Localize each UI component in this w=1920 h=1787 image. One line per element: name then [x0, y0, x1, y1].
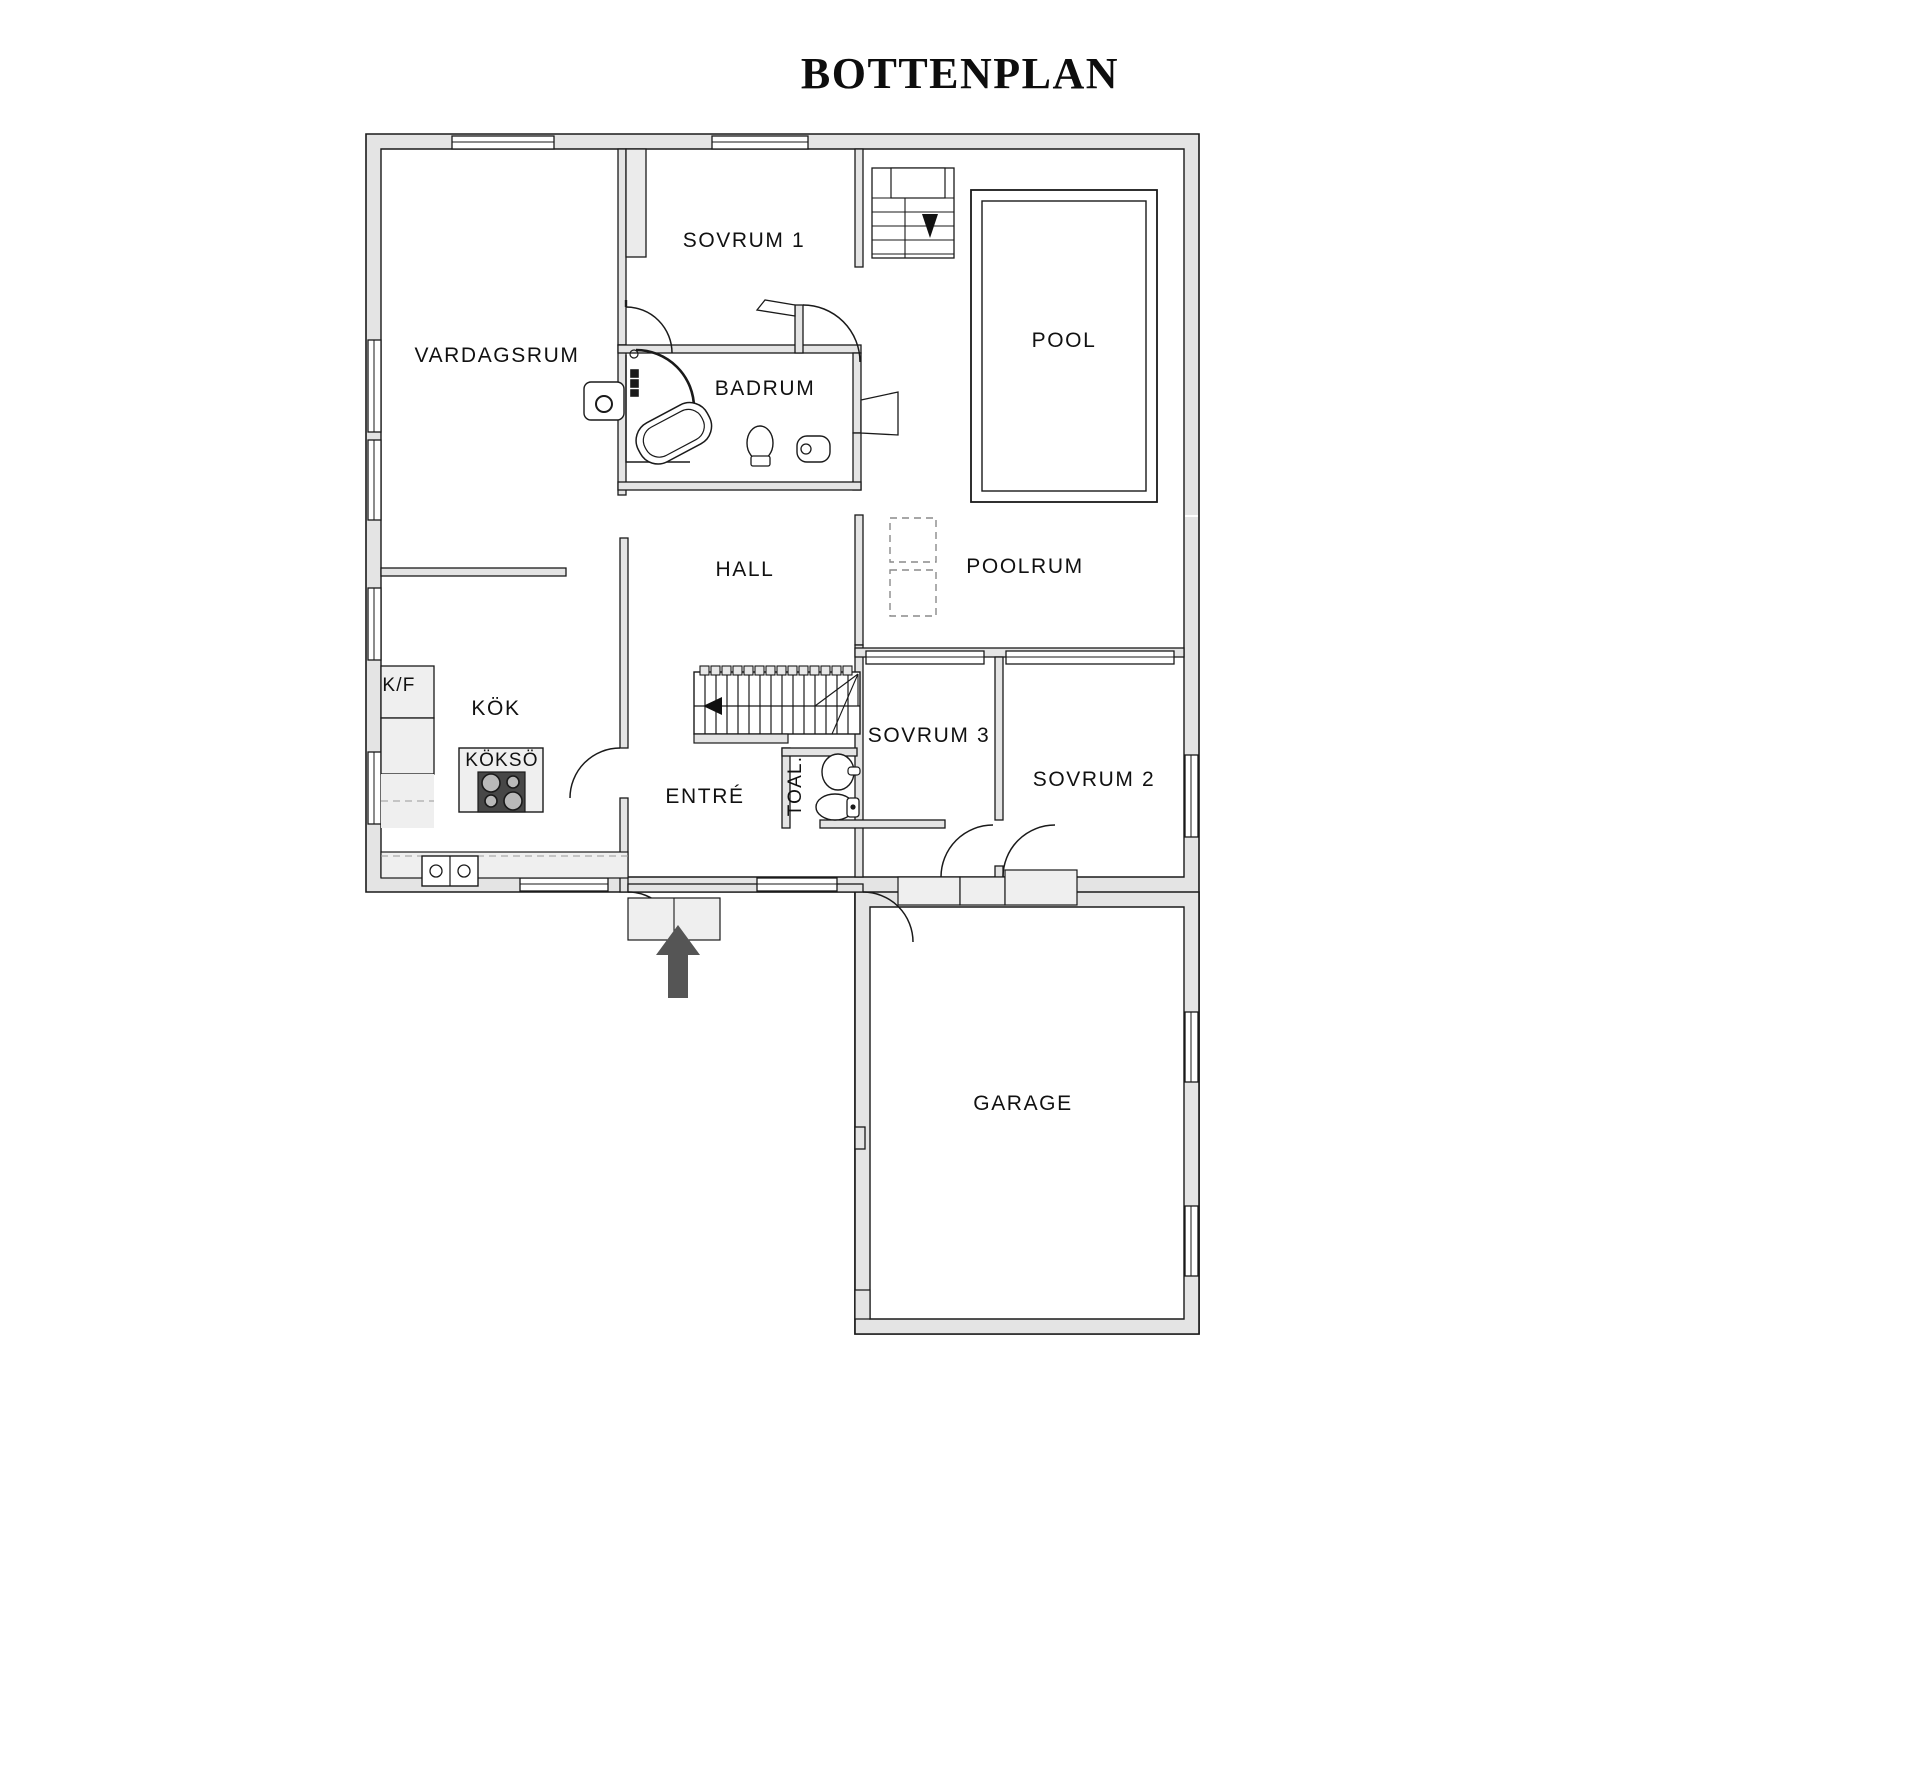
window-kok-left-1 [367, 587, 382, 661]
fixture-labels: K/F KÖKSÖ TOAL. [382, 675, 806, 816]
door-badrum-shower [635, 348, 696, 409]
fridge-unit [380, 665, 435, 719]
window-entre-bottom [756, 877, 838, 892]
room-label-vardagsrum: VARDAGSRUM [415, 344, 580, 367]
basin-badrum [796, 435, 831, 463]
window-sovrum2-top [1005, 650, 1175, 665]
bathtub [635, 401, 713, 465]
door-kok-entre [569, 747, 621, 799]
door-sovrum3 [940, 824, 994, 878]
kitchen-fixtures [380, 665, 629, 887]
pool-basin [970, 189, 1158, 503]
doors [569, 300, 1056, 943]
toal-toilet [815, 793, 860, 821]
bathroom-fixtures [583, 349, 831, 467]
door-sovrum2 [1002, 824, 1056, 878]
window-sovrum3-top [865, 650, 985, 665]
freezer-unit [380, 717, 435, 775]
fixture-label-toal: TOAL. [785, 756, 806, 817]
stair-left-arrow-icon [703, 697, 722, 715]
door-garage-side [862, 891, 914, 943]
window-poolrum-right [1185, 515, 1198, 517]
room-label-sovrum1: SOVRUM 1 [683, 229, 806, 252]
window-garage-right-1 [1184, 1011, 1199, 1083]
window-vardagsrum-top [451, 135, 555, 150]
toal-sink [821, 753, 861, 791]
windows [367, 135, 1199, 1277]
stair-down-arrow-icon [922, 214, 938, 238]
room-label-sovrum2: SOVRUM 2 [1033, 768, 1156, 791]
door-badrum-hall [802, 304, 861, 363]
toilet-badrum [746, 425, 774, 467]
toalett-fixtures [815, 753, 861, 821]
stair-main [693, 665, 861, 744]
room-label-sovrum3: SOVRUM 3 [868, 724, 991, 747]
window-vardagsrum-left-1 [367, 339, 382, 433]
room-label-badrum: BADRUM [715, 377, 816, 400]
room-label-pool: POOL [1032, 329, 1097, 352]
page-title: BOTTENPLAN [800, 49, 1120, 98]
room-label-poolrum: POOLRUM [966, 555, 1083, 578]
room-labels: VARDAGSRUM SOVRUM 1 BADRUM POOL HALL POO… [415, 229, 1156, 1115]
window-sovrum2-right [1184, 754, 1199, 838]
fixture-label-kf: K/F [382, 675, 415, 696]
window-garage-right-2 [1184, 1205, 1199, 1277]
room-label-entre: ENTRÉ [665, 785, 744, 808]
entrance-arrow-icon [656, 925, 700, 998]
window-kok-left-2 [367, 751, 382, 825]
room-label-kok: KÖK [471, 697, 520, 720]
window-vardagsrum-left-2 [367, 439, 382, 521]
poolrum-hatch [889, 517, 937, 617]
washbasin [583, 381, 625, 421]
window-kok-bottom [519, 877, 609, 892]
stair-upper [871, 167, 955, 259]
room-label-garage: GARAGE [973, 1092, 1072, 1115]
door-sovrum1 [624, 300, 673, 354]
builtins [627, 869, 1078, 941]
kitchen-sink [421, 855, 479, 887]
fixture-label-kokso: KÖKSÖ [465, 750, 539, 771]
window-sovrum1-top [711, 135, 809, 150]
room-label-hall: HALL [716, 558, 775, 581]
